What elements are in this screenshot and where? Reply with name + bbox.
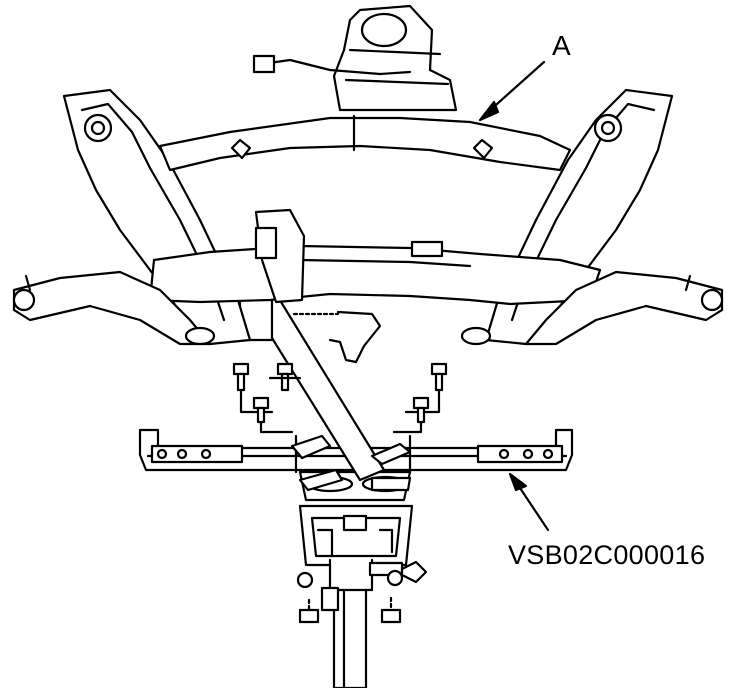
callout-label-part-number: VSB02C000016 <box>508 540 706 570</box>
slotted-pads <box>290 434 412 492</box>
jack-mount-plate <box>296 504 428 624</box>
differential-housing <box>252 4 458 112</box>
hook <box>292 310 382 364</box>
bolt-lower-right <box>392 396 430 434</box>
subframe-body <box>12 88 724 346</box>
bolt-set <box>232 362 448 434</box>
alignment-lines <box>294 434 412 474</box>
center-bracket <box>254 208 306 304</box>
bolt-center <box>268 362 302 392</box>
bolt-lower-left <box>252 396 294 434</box>
callout-leader-part <box>508 472 550 532</box>
bolt-upper-right <box>404 362 448 414</box>
callout-leader-a <box>478 60 546 122</box>
callout-label-a: A <box>552 30 571 61</box>
